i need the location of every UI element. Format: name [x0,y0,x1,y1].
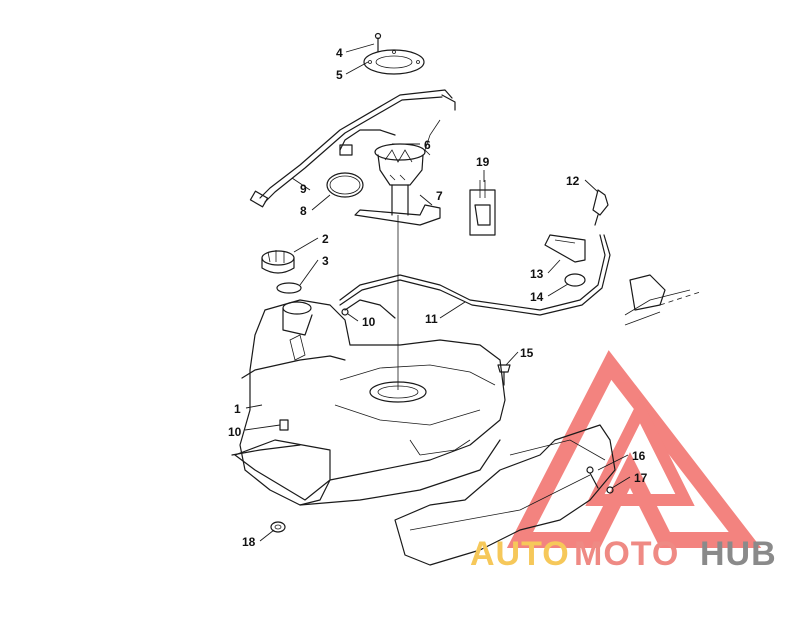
pump-seal-ring-inner [329,175,361,195]
vent-valve [592,189,609,226]
wiring-connector [469,180,496,236]
callout-7: 7 [436,189,443,203]
heat-shield-plate [394,424,616,566]
callout-4: 4 [336,46,343,60]
overflow-hose [341,299,396,319]
callout-3: 3 [322,254,329,268]
callout-8: 8 [300,204,307,218]
callout-6: 6 [424,138,431,152]
watermark-word-auto: AUTO [470,535,570,573]
pump-retaining-plate [363,49,425,75]
watermark-logo-text: AUTO MOTO HUB [470,535,777,573]
hose-clamp [564,273,586,287]
callout-9: 9 [300,182,307,196]
plate-screw [374,32,382,53]
callout-19: 19 [476,155,490,169]
vent-hose [339,234,611,316]
tank-strap [231,355,501,506]
callout-1: 1 [234,402,241,416]
callout-16: 16 [632,449,646,463]
watermark-logo-triangles [506,350,762,548]
cap-gasket [276,282,302,294]
frame-bracket [624,274,701,326]
mount-bolt [497,364,511,386]
callout-labels: 1 2 3 4 5 6 7 8 9 10 10 11 12 13 14 15 1… [228,46,648,549]
rubber-grommet [270,521,286,533]
shield-screw-upper [586,466,599,489]
callout-17: 17 [634,471,648,485]
callout-15: 15 [520,346,534,360]
callout-10-upper: 10 [362,315,376,329]
callout-2: 2 [322,232,329,246]
leader-lines [244,43,631,542]
fuel-cap [261,250,295,274]
callout-18: 18 [242,535,256,549]
callout-14: 14 [530,290,544,304]
shield-screw-lower [606,486,614,494]
fuel-supply-hose [249,89,456,208]
pump-seal-ring [326,172,364,198]
callout-12: 12 [566,174,580,188]
watermark-word-hub: HUB [700,535,777,573]
fuel-tank [234,299,506,506]
fuel-level-sender [354,204,441,235]
valve-bracket [544,234,586,263]
fuel-pump-assembly [374,143,426,216]
callout-13: 13 [530,267,544,281]
callout-10-lower: 10 [228,425,242,439]
watermark-word-moto: MOTO [574,535,679,573]
callout-5: 5 [336,68,343,82]
callout-11: 11 [425,312,438,326]
drain-fitting [279,419,289,431]
